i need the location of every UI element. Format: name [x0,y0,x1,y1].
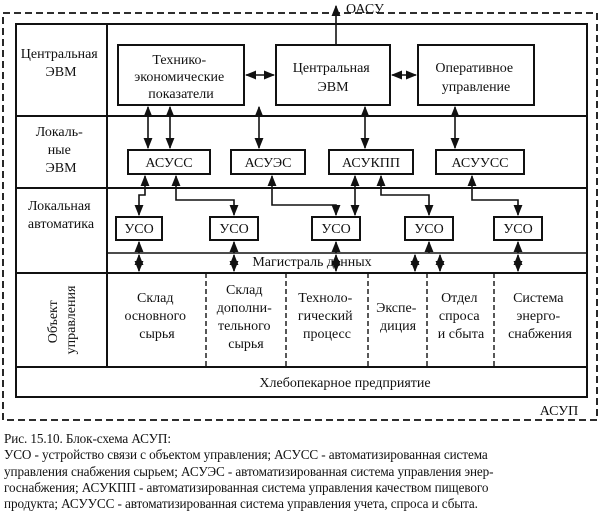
caption-line: продукта; АСУУСС - автоматизированная си… [4,496,478,512]
uso-box-3 [311,216,361,241]
object-raw-store: Склад основного сырья [124,291,189,342]
enterprise-label: Хлебопекарное предприятие [259,376,430,391]
uso-box-2 [209,216,259,241]
object-energy-system: Система энерго- снабжения [508,291,572,342]
caption-line: госнабжения; АСУКПП - автоматизированная… [4,479,489,495]
asu-box-asues [230,149,306,175]
object-extra-store: Склад дополни- тельного сырья [217,283,276,352]
object-tech-process: Техноло- гический процесс [298,291,356,342]
central-computer-label: Центральная ЭВМ [293,61,373,95]
operational-label: Оперативное управление [435,61,516,95]
level-object: Объект управления [46,285,79,354]
asu-label-asukpp: АСУКПП [342,156,400,171]
uso-label-3: УСО [321,222,350,237]
data-bus-label: Магистраль данных [252,255,371,270]
uso-label-4: УСО [414,222,443,237]
tech-econ-box [117,44,245,106]
central-computer-box [275,44,391,106]
uso-label-2: УСО [219,222,248,237]
asu-box-asuss [127,149,211,175]
asup-boundary [2,12,598,421]
tech-econ-label: Технико- экономические показатели [134,53,228,102]
figure-caption: Рис. 15.10. Блок-схема АСУП: УСО - устро… [4,431,600,512]
caption-line: управления снабжения сырьем; АСУЭС - авт… [4,463,494,479]
uso-box-1 [115,216,163,241]
asu-box-asuuss [435,149,525,175]
caption-title: Рис. 15.10. Блок-схема АСУП: [4,431,171,446]
outer-frame [15,23,588,398]
uso-box-5 [493,216,543,241]
caption-line: УСО - устройство связи с объектом управл… [4,447,488,463]
uso-label-5: УСО [503,222,532,237]
object-demand-dept: Отдел спроса и сбыта [438,291,485,342]
uso-label-1: УСО [124,222,153,237]
asu-box-asukpp [328,149,414,175]
asu-label-asuss: АСУСС [145,156,192,171]
object-expedition: Экспе- диция [376,301,420,334]
asu-label-asuuss: АСУУСС [451,156,508,171]
uso-box-4 [404,216,454,241]
level-local-computers: Локаль- ные ЭВМ [36,125,87,176]
asup-label: АСУП [540,404,579,419]
asu-label-asues: АСУЭС [245,156,292,171]
oasu-label: ОАСУ [346,2,384,17]
operational-box [417,44,535,106]
level-local-automation: Локальная автоматика [28,199,95,232]
level-central: Центральная ЭВМ [21,47,101,80]
asup-block-diagram: АСУП ОАСУ Центральная ЭВМ Локаль- ные ЭВ… [2,2,598,421]
